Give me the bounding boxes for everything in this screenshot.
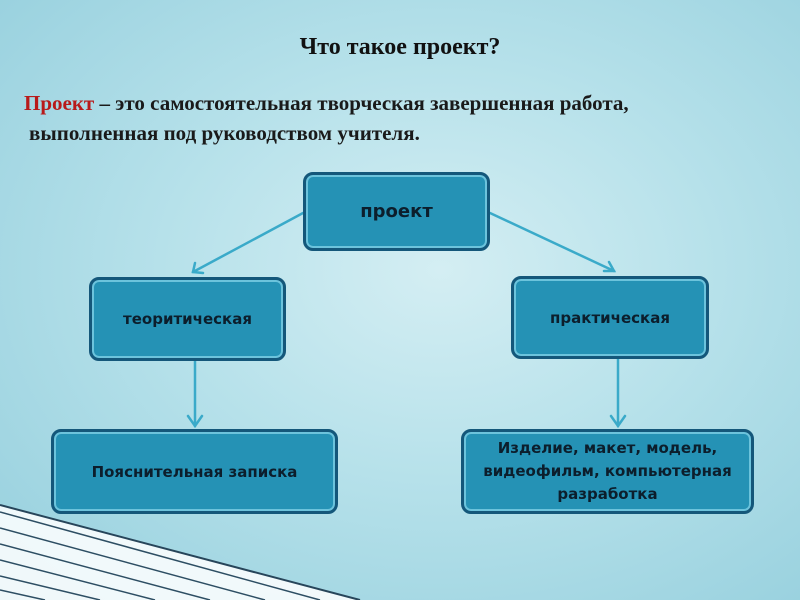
node-practical: практическая (511, 276, 709, 359)
node-product: Изделие, макет, модель, видеофильм, комп… (461, 429, 754, 514)
node-product-label: Изделие, макет, модель, видеофильм, комп… (483, 439, 732, 503)
arrowhead-practical-to-product (609, 414, 627, 429)
node-theoretical-label: теоритическая (123, 310, 252, 328)
connector-root-to-theoretical (191, 211, 305, 274)
definition-text: Проект – это самостоятельная творческая … (24, 88, 794, 148)
node-project-label: проект (360, 201, 433, 222)
node-project: проект (303, 172, 490, 251)
arrowhead-root-to-practical (602, 260, 617, 273)
node-explanatory-note: Пояснительная записка (51, 429, 338, 514)
node-practical-label: практическая (550, 308, 670, 327)
connector-root-to-practical (488, 211, 616, 273)
node-theoretical: теоритическая (89, 277, 286, 361)
definition-line-1: Проект – это самостоятельная творческая … (24, 88, 794, 118)
arrowhead-root-to-theoretical (191, 261, 205, 275)
node-explanatory-note-label: Пояснительная записка (91, 462, 298, 481)
definition-line-1-rest: – это самостоятельная творческая заверше… (94, 91, 629, 115)
slide-title: Что такое проект? (299, 34, 501, 60)
definition-term: Проект (24, 91, 95, 115)
arrowhead-theoretical-to-note (186, 414, 204, 429)
definition-line-2: выполненная под руководством учителя. (29, 121, 420, 145)
